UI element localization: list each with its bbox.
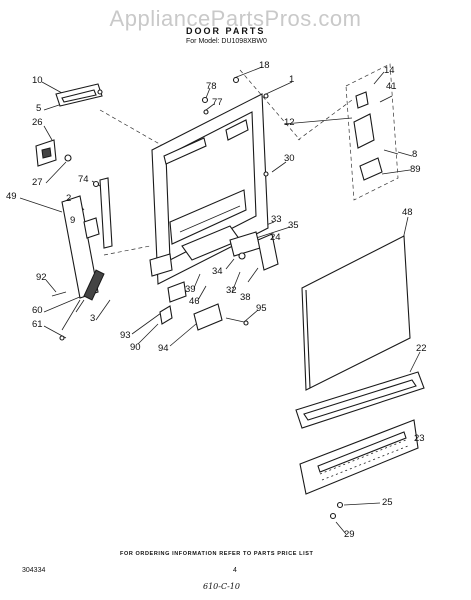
part-label-27: 27 (32, 177, 43, 188)
part-label-25: 25 (382, 497, 393, 508)
part-label-94: 94 (158, 343, 169, 354)
part-label-39: 39 (185, 284, 196, 295)
part-label-46: 46 (189, 296, 200, 307)
part-label-89: 89 (410, 164, 421, 175)
hinge-assembly (345, 63, 399, 201)
part-label-34: 34 (212, 266, 223, 277)
part-label-8: 8 (412, 149, 418, 160)
part-label-48: 48 (402, 207, 413, 218)
part-label-30: 30 (284, 153, 295, 164)
part-label-41: 41 (386, 81, 397, 92)
part-label-74: 74 (78, 174, 89, 185)
top-screws (201, 76, 269, 115)
part-label-14: 14 (384, 65, 395, 76)
part-label-95: 95 (256, 303, 267, 314)
part-label-32: 32 (226, 285, 237, 296)
part-label-24: 24 (270, 232, 281, 243)
part-label-29: 29 (344, 529, 355, 540)
toe-plate (299, 419, 419, 520)
page-number: 4 (233, 567, 237, 574)
part-label-12: 12 (284, 117, 295, 128)
lower-hardware (159, 225, 279, 331)
part-label-9: 9 (70, 215, 76, 226)
door-spring (75, 269, 105, 313)
part-label-92: 92 (36, 272, 47, 283)
door-handle (55, 83, 103, 107)
part-label-93: 93 (120, 330, 131, 341)
model-line: For Model: DU1098XBW0 (186, 38, 267, 45)
part-label-78: 78 (206, 81, 217, 92)
ordering-note: FOR ORDERING INFORMATION REFER TO PARTS … (120, 551, 314, 557)
part-label-22: 22 (416, 343, 427, 354)
outer-door-panel (301, 235, 411, 391)
part-label-60: 60 (32, 305, 43, 316)
part-label-35: 35 (288, 220, 299, 231)
part-label-5: 5 (36, 103, 42, 114)
document-number: 304334 (22, 567, 46, 574)
part-label-23: 23 (414, 433, 425, 444)
latch-assembly (35, 139, 72, 167)
handwritten-note: 610-C-10 (203, 582, 240, 591)
part-label-2: 2 (66, 193, 72, 204)
screw-and-cable (51, 291, 81, 341)
part-label-77: 77 (212, 97, 223, 108)
part-label-3: 3 (90, 313, 96, 324)
watermark: AppliancePartsPros.com (109, 6, 362, 31)
part-label-10: 10 (32, 75, 43, 86)
part-label-18: 18 (259, 60, 270, 71)
part-label-26: 26 (32, 117, 43, 128)
inner-door-frame (149, 93, 269, 285)
part-label-33: 33 (271, 214, 282, 225)
side-panel (61, 177, 113, 299)
part-label-61: 61 (32, 319, 43, 330)
part-label-90: 90 (130, 342, 141, 353)
bottom-trim (295, 371, 425, 429)
part-label-1: 1 (289, 74, 295, 85)
part-label-38: 38 (240, 292, 251, 303)
page-title: DOOR PARTS (186, 26, 266, 36)
part-label-49: 49 (6, 191, 17, 202)
